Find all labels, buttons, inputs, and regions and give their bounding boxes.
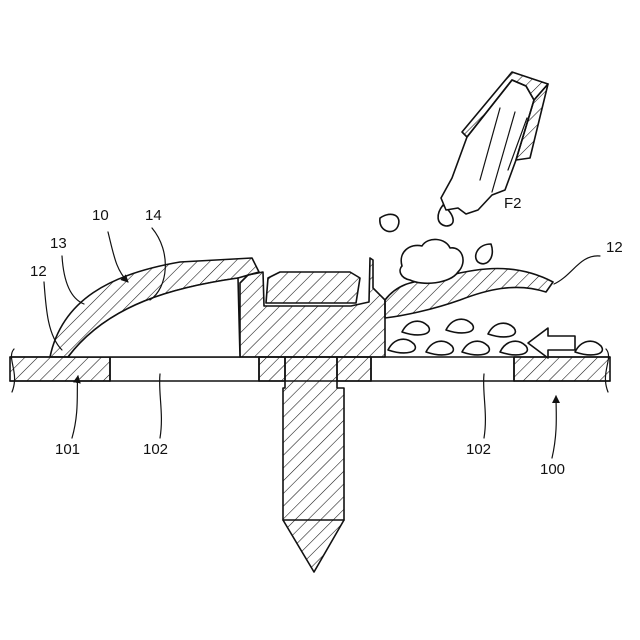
label-102-right: 102 xyxy=(466,441,491,458)
board-hatch-center-right xyxy=(337,357,371,381)
label-102-left: 102 xyxy=(143,441,168,458)
label-12-right: 12 xyxy=(606,239,623,256)
dispenser-nozzle xyxy=(441,72,548,214)
leader-102-left xyxy=(160,374,162,438)
label-12-left: 12 xyxy=(30,263,47,280)
leader-100 xyxy=(552,396,556,458)
board-hatch-left xyxy=(10,357,110,381)
label-101: 101 xyxy=(55,441,80,458)
leader-13 xyxy=(62,256,84,304)
label-13: 13 xyxy=(50,235,67,252)
label-10: 10 xyxy=(92,207,109,224)
leader-10 xyxy=(108,232,128,282)
label-f2: F2 xyxy=(504,195,522,212)
adhesive-blob xyxy=(400,239,463,283)
board-hatch-right xyxy=(514,357,610,381)
leader-102-right xyxy=(484,374,486,438)
drop-1 xyxy=(380,214,399,231)
board-hatch-center-left xyxy=(259,357,285,381)
channel-insert xyxy=(266,272,360,303)
leader-101 xyxy=(72,376,78,438)
label-14: 14 xyxy=(145,207,162,224)
flow-arrow xyxy=(528,328,575,358)
leader-12-right xyxy=(554,256,600,284)
label-100: 100 xyxy=(540,461,565,478)
nail-shaft xyxy=(283,357,344,572)
drop-2 xyxy=(476,244,493,264)
